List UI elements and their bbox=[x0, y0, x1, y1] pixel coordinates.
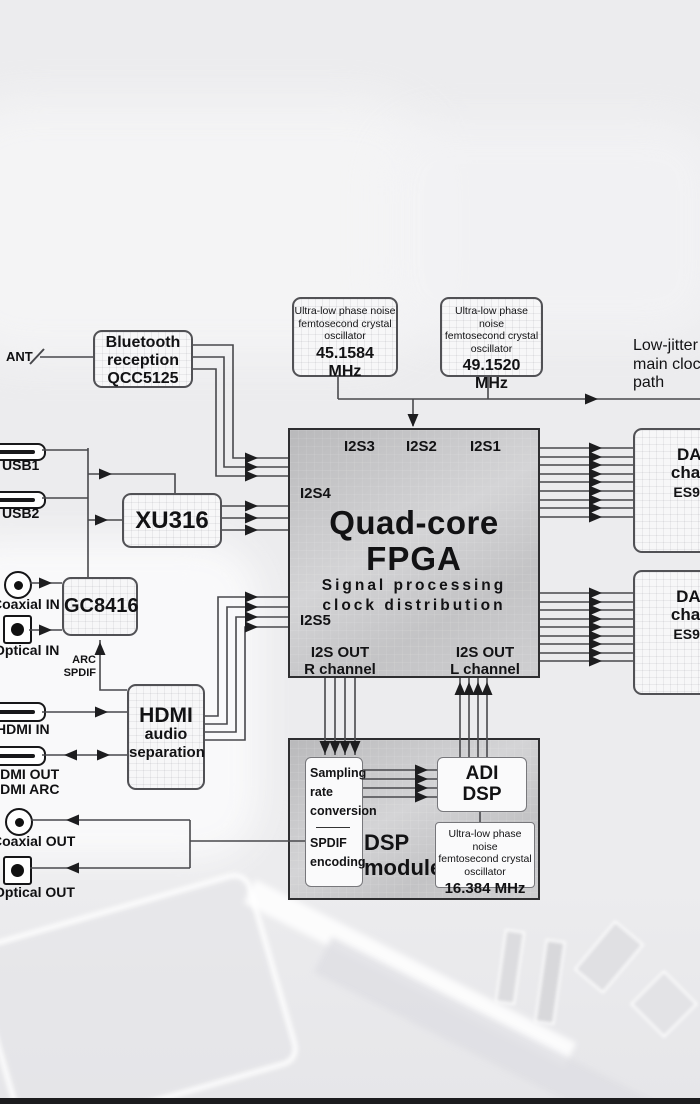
dac-r-channel-block: DAC R channel ES9039S bbox=[633, 570, 700, 695]
osc49-line1: Ultra-low phase noise bbox=[455, 305, 528, 330]
coaxial-out-connector-icon bbox=[5, 808, 33, 836]
oscillator-45-block: Ultra-low phase noise femtosecond crysta… bbox=[292, 297, 398, 380]
hdmi-audio-separation-block: HDMI audio separation bbox=[127, 684, 205, 790]
fpga-out-r-line2: R channel bbox=[304, 661, 376, 678]
dac-top-line2: channel bbox=[670, 463, 700, 482]
oscillator-49-block: Ultra-low phase noise femtosecond crysta… bbox=[440, 297, 543, 392]
src-line5: encoding bbox=[310, 855, 366, 869]
fpga-subtitle-line2: clock distribution bbox=[322, 597, 506, 614]
arc-spdif-line1: ARC bbox=[72, 654, 96, 666]
dsp-osc-line1: Ultra-low phase noise bbox=[448, 828, 522, 853]
pcb-component bbox=[573, 920, 645, 994]
arc-spdif-line2: SPDIF bbox=[63, 667, 96, 679]
clock-path-line3: path bbox=[633, 374, 665, 391]
hdmi-block-line1: HDMI bbox=[139, 704, 193, 727]
clock-path-line1: Low-jitter bbox=[633, 337, 698, 354]
hdmi-out-label: HDMI OUT bbox=[0, 766, 60, 782]
dac-bottom-line1: DAC R bbox=[676, 587, 700, 606]
osc45-line1: Ultra-low phase noise bbox=[294, 305, 396, 317]
osc49-frequency: 49.1520 bbox=[462, 357, 521, 374]
osc45-frequency: 45.1584 bbox=[316, 344, 374, 362]
ant-label: ANT bbox=[6, 349, 33, 364]
bluetooth-line2: reception bbox=[106, 352, 179, 369]
clock-path-note: Low-jitter main clock path bbox=[633, 337, 700, 393]
usb2-connector-icon bbox=[0, 491, 46, 509]
fpga-port-i2s1: I2S1 bbox=[470, 438, 501, 455]
fpga-title-line1: Quad-core bbox=[329, 504, 499, 541]
fpga-title-line2: FPGA bbox=[366, 540, 462, 577]
hdmi-in-connector-icon bbox=[0, 702, 46, 722]
xu316-label: XU316 bbox=[135, 507, 209, 534]
pcb-trace bbox=[243, 879, 577, 1067]
fpga-port-i2s3: I2S3 bbox=[344, 438, 375, 455]
hdmi-out-connector-icon bbox=[0, 746, 46, 766]
dac-l-channel-block: DAC L channel ES9039S bbox=[633, 428, 700, 553]
optical-out-label: Optical OUT bbox=[0, 884, 75, 900]
osc49-line3: oscillator bbox=[470, 342, 513, 355]
dsp-osc-frequency: 16.384 MHz bbox=[444, 880, 526, 897]
fpga-port-i2s2: I2S2 bbox=[406, 438, 437, 455]
dsp-osc-line2: femtosecond crystal bbox=[438, 853, 532, 865]
usb1-label: USB1 bbox=[2, 457, 40, 473]
fpga-port-i2s4: I2S4 bbox=[300, 485, 331, 502]
coaxial-in-label: Coaxial IN bbox=[0, 596, 60, 612]
bluetooth-line3: QCC5125 bbox=[107, 370, 179, 387]
bluetooth-block: Bluetooth reception QCC5125 bbox=[93, 330, 193, 388]
pcb-component bbox=[494, 928, 526, 1006]
fpga-port-i2s5: I2S5 bbox=[300, 612, 331, 629]
bluetooth-line1: Bluetooth bbox=[105, 334, 181, 351]
dsp-module-label: DSP module bbox=[364, 830, 442, 880]
dsp-module-label-line2: module bbox=[364, 855, 443, 880]
hdmi-block-line3: separation bbox=[129, 744, 205, 761]
optical-in-connector-icon bbox=[3, 615, 32, 644]
usb2-label: USB2 bbox=[2, 505, 40, 521]
coaxial-in-connector-icon bbox=[4, 571, 32, 599]
fpga-out-l-line1: I2S OUT bbox=[455, 644, 515, 661]
pcb-component bbox=[630, 970, 698, 1038]
osc49-unit: MHz bbox=[475, 375, 508, 392]
clock-path-line2: main clock bbox=[633, 355, 700, 373]
adi-line2: DSP bbox=[462, 784, 502, 805]
fpga-block: I2S3 I2S2 I2S1 I2S4 I2S5 Quad-core FPGA … bbox=[288, 428, 540, 678]
dac-top-line1: DAC L bbox=[677, 445, 700, 464]
bottom-dark-bar bbox=[0, 1098, 700, 1104]
dsp-osc-line3: oscillator bbox=[464, 865, 506, 878]
pcb-component bbox=[534, 939, 566, 1025]
pcb-trace bbox=[313, 936, 700, 1104]
osc49-line2: femtosecond crystal bbox=[444, 330, 539, 342]
osc45-unit: MHz bbox=[328, 362, 362, 380]
coaxial-out-label: Coaxial OUT bbox=[0, 833, 76, 849]
src-line2: rate bbox=[310, 785, 333, 799]
dac-top-chip: ES9039S bbox=[673, 484, 700, 500]
fpga-out-l-line2: L channel bbox=[450, 661, 520, 678]
adi-line1: ADI bbox=[465, 763, 499, 784]
src-line4: SPDIF bbox=[310, 836, 347, 850]
hdmi-in-label: HDMI IN bbox=[0, 721, 50, 737]
arc-spdif-note: ARC SPDIF bbox=[46, 654, 96, 680]
osc45-line2: femtosecond crystal bbox=[298, 317, 392, 330]
src-line1: Sampling bbox=[310, 766, 367, 780]
fpga-subtitle-line1: Signal processing bbox=[321, 577, 507, 594]
optical-out-connector-icon bbox=[3, 856, 32, 885]
hdmi-block-line2: audio bbox=[144, 726, 188, 743]
sampling-spdif-block: Sampling rate conversion SPDIF encoding bbox=[305, 757, 377, 887]
hdmi-arc-label: HDMI ARC bbox=[0, 781, 60, 797]
src-divider bbox=[316, 827, 350, 828]
gc8416-label: GC8416 bbox=[64, 595, 139, 617]
pcb-background-band bbox=[0, 880, 700, 1104]
dac-bottom-line2: channel bbox=[670, 605, 700, 624]
xu316-block: XU316 bbox=[122, 493, 222, 548]
dsp-oscillator-block: Ultra-low phase noise femtosecond crysta… bbox=[435, 822, 535, 897]
src-line3: conversion bbox=[310, 804, 377, 818]
dac-bottom-chip: ES9039S bbox=[673, 626, 700, 642]
adi-dsp-block: ADI DSP bbox=[437, 757, 527, 812]
usb1-connector-icon bbox=[0, 443, 46, 461]
dsp-module-label-line1: DSP bbox=[364, 830, 410, 855]
osc45-line3: oscillator bbox=[324, 330, 366, 342]
pcb-chip-outline bbox=[0, 868, 302, 1104]
fpga-out-r-line1: I2S OUT bbox=[310, 644, 370, 661]
gc8416-block: GC8416 bbox=[62, 577, 139, 636]
